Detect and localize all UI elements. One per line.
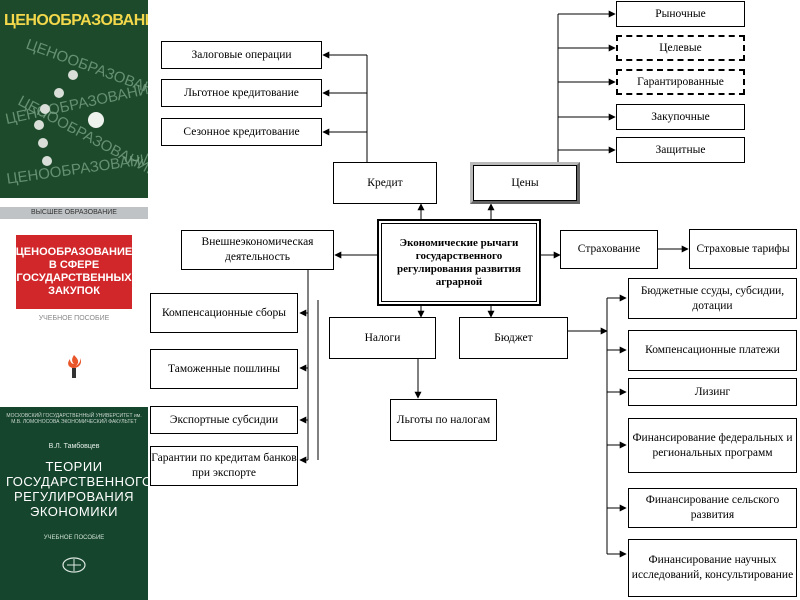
foreign-item-export-credit-guarantees: Гарантии по кредитам банков при экспорте bbox=[150, 446, 298, 486]
insurance-node: Страхование bbox=[560, 230, 658, 269]
book3-subtitle: УЧЕБНОЕ ПОСОБИЕ bbox=[43, 535, 105, 541]
credit-item-seasonal: Сезонное кредитование bbox=[161, 118, 322, 146]
book1-watermark: ЦЕНООБРАЗОВАНИЕ bbox=[5, 149, 148, 188]
book3-header: МОСКОВСКИЙ ГОСУДАРСТВЕННЫЙ УНИВЕРСИТЕТ и… bbox=[6, 413, 142, 425]
book-cover-theories: МОСКОВСКИЙ ГОСУДАРСТВЕННЫЙ УНИВЕРСИТЕТ и… bbox=[0, 407, 148, 600]
decorative-dot bbox=[34, 120, 44, 130]
decorative-dot bbox=[42, 156, 52, 166]
foreign-item-customs-duties: Таможенные пошлины bbox=[150, 349, 298, 389]
foreign-trade-node: Внешнеэкономическая деятельность bbox=[181, 230, 334, 270]
budget-node: Бюджет bbox=[459, 317, 568, 359]
price-item-target: Целевые bbox=[616, 35, 745, 61]
budget-item-leasing: Лизинг bbox=[628, 378, 797, 406]
book2-title: ЦЕНООБРАЗОВАНИЕ В СФЕРЕ ГОСУДАРСТВЕННЫХ … bbox=[16, 235, 132, 309]
book1-title: ЦЕНООБРАЗОВАНИЕ bbox=[4, 12, 148, 29]
foreign-item-export-subsidies: Экспортные субсидии bbox=[150, 406, 298, 434]
torch-logo-icon bbox=[68, 355, 82, 378]
center-node: Экономические рычаги государственного ре… bbox=[377, 219, 541, 306]
price-item-purchase: Закупочные bbox=[616, 104, 745, 130]
budget-item-compensation-payments: Компенсационные платежи bbox=[628, 330, 797, 371]
credit-node: Кредит bbox=[333, 162, 437, 204]
credit-item-preferential: Льготное кредитование bbox=[161, 79, 322, 107]
book-cover-pricing: ЦЕНООБРАЗОВАНИЕ ЦЕНООБРАЗОВАНИЕ ЦЕНООБРА… bbox=[0, 0, 148, 198]
foreign-item-compensation-fees: Компенсационные сборы bbox=[150, 293, 298, 333]
tax-item-benefits: Льготы по налогам bbox=[390, 399, 497, 441]
decorative-dot bbox=[40, 104, 50, 114]
university-logo-icon bbox=[62, 557, 86, 573]
price-item-market: Рыночные bbox=[616, 1, 745, 27]
decorative-dot bbox=[68, 70, 78, 80]
budget-item-loans-subsidies: Бюджетные ссуды, субсидии, дотации bbox=[628, 278, 797, 319]
prices-node: Цены bbox=[470, 162, 580, 204]
price-item-protective: Защитные bbox=[616, 137, 745, 163]
credit-item-pledge: Залоговые операции bbox=[161, 41, 322, 69]
price-item-guaranteed: Гарантированные bbox=[616, 69, 745, 95]
taxes-node: Налоги bbox=[329, 317, 436, 359]
decorative-dot bbox=[54, 88, 64, 98]
insurance-item-tariffs: Страховые тарифы bbox=[689, 229, 797, 269]
budget-item-research-consulting-funding: Финансирование научных исследований, кон… bbox=[628, 539, 797, 597]
book3-title: ТЕОРИИ ГОСУДАРСТВЕННОГО РЕГУЛИРОВАНИЯ ЭК… bbox=[6, 459, 148, 519]
book3-author: В.Л. Тамбовцев bbox=[48, 443, 100, 450]
book-cover-procurement: ВЫСШЕЕ ОБРАЗОВАНИЕ ЦЕНООБРАЗОВАНИЕ В СФЕ… bbox=[0, 203, 148, 401]
book2-series: ВЫСШЕЕ ОБРАЗОВАНИЕ bbox=[0, 207, 148, 219]
budget-item-rural-development-funding: Финансирование сельского развития bbox=[628, 488, 797, 528]
budget-item-programs-funding: Финансирование федеральных и региональны… bbox=[628, 418, 797, 473]
decorative-dot bbox=[38, 138, 48, 148]
book2-subtitle: УЧЕБНОЕ ПОСОБИЕ bbox=[38, 315, 110, 322]
decorative-dot bbox=[88, 112, 104, 128]
